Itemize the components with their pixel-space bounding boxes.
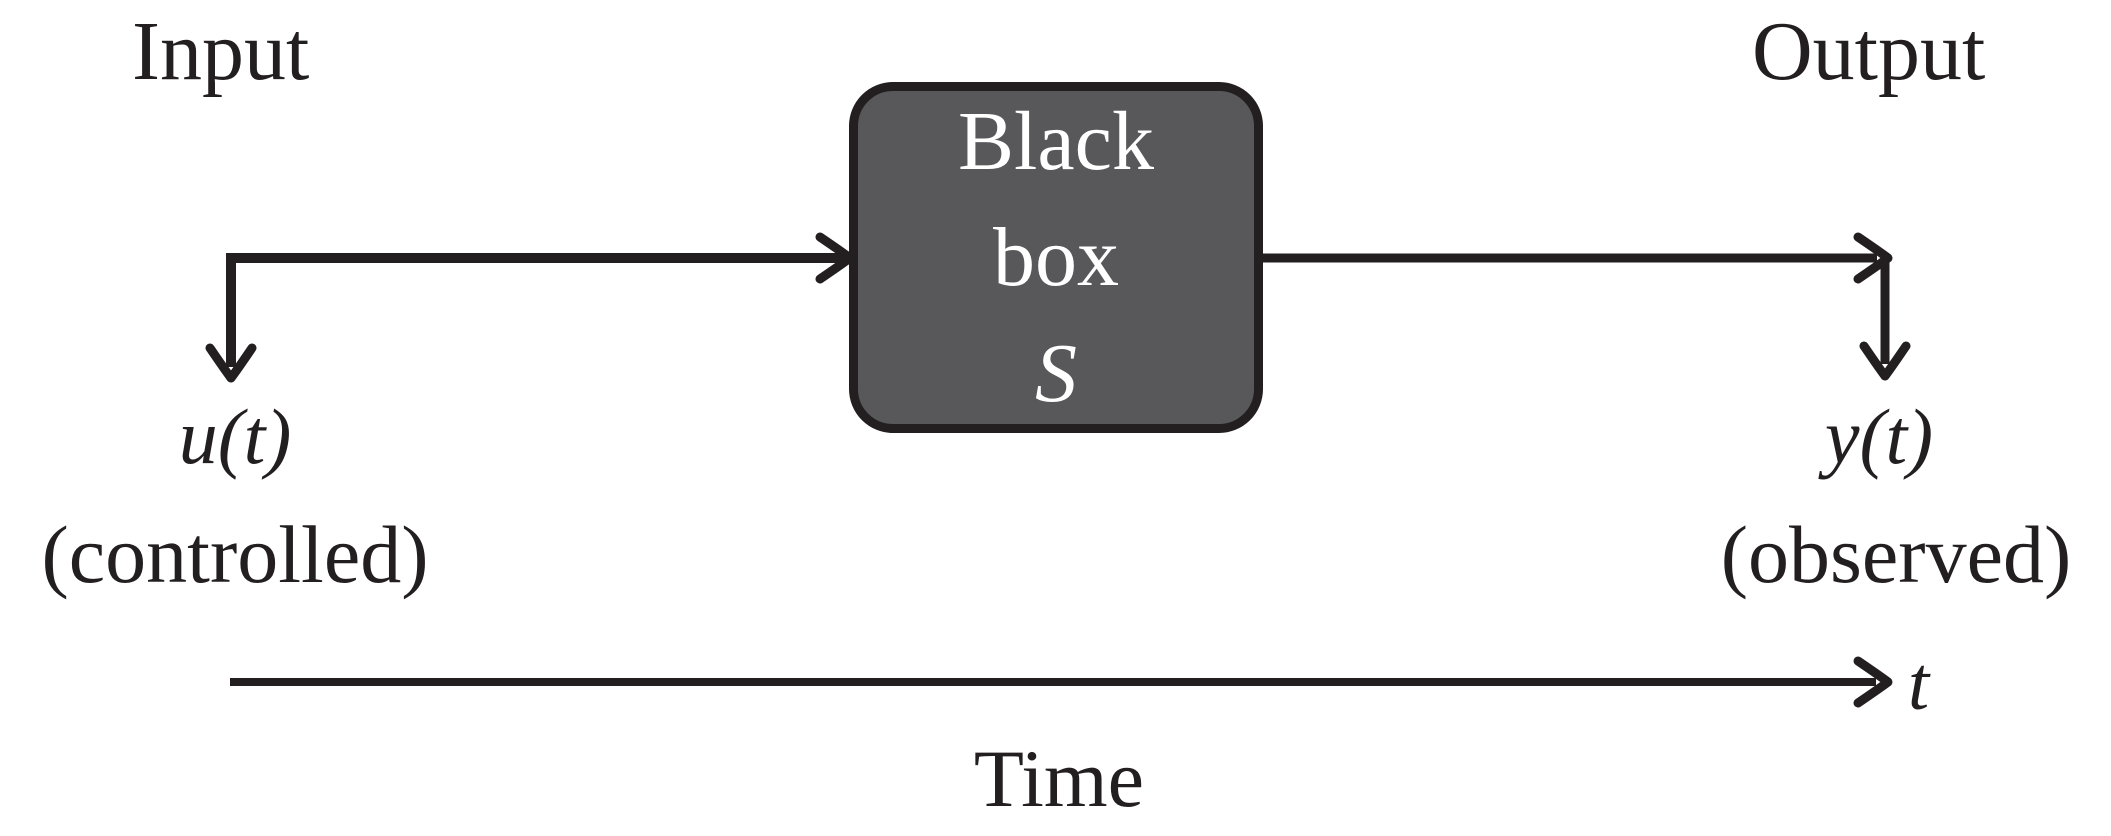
input-label: Input (132, 5, 310, 98)
output-note-label: (observed) (1720, 509, 2072, 600)
input-signal-label: u(t) (178, 393, 292, 480)
black-box-node: Black box S (849, 82, 1263, 433)
output-label: Output (1752, 5, 1986, 98)
black-box-line2: box (993, 210, 1119, 304)
input-note-label: (controlled) (41, 509, 429, 600)
black-box-system-symbol: S (1035, 326, 1077, 420)
output-signal-label: y(t) (1824, 393, 1934, 480)
time-variable-label: t (1908, 642, 1930, 726)
input-wire (226, 253, 844, 367)
time-axis-label: Time (973, 733, 1145, 824)
black-box-line1: Black (958, 94, 1154, 188)
